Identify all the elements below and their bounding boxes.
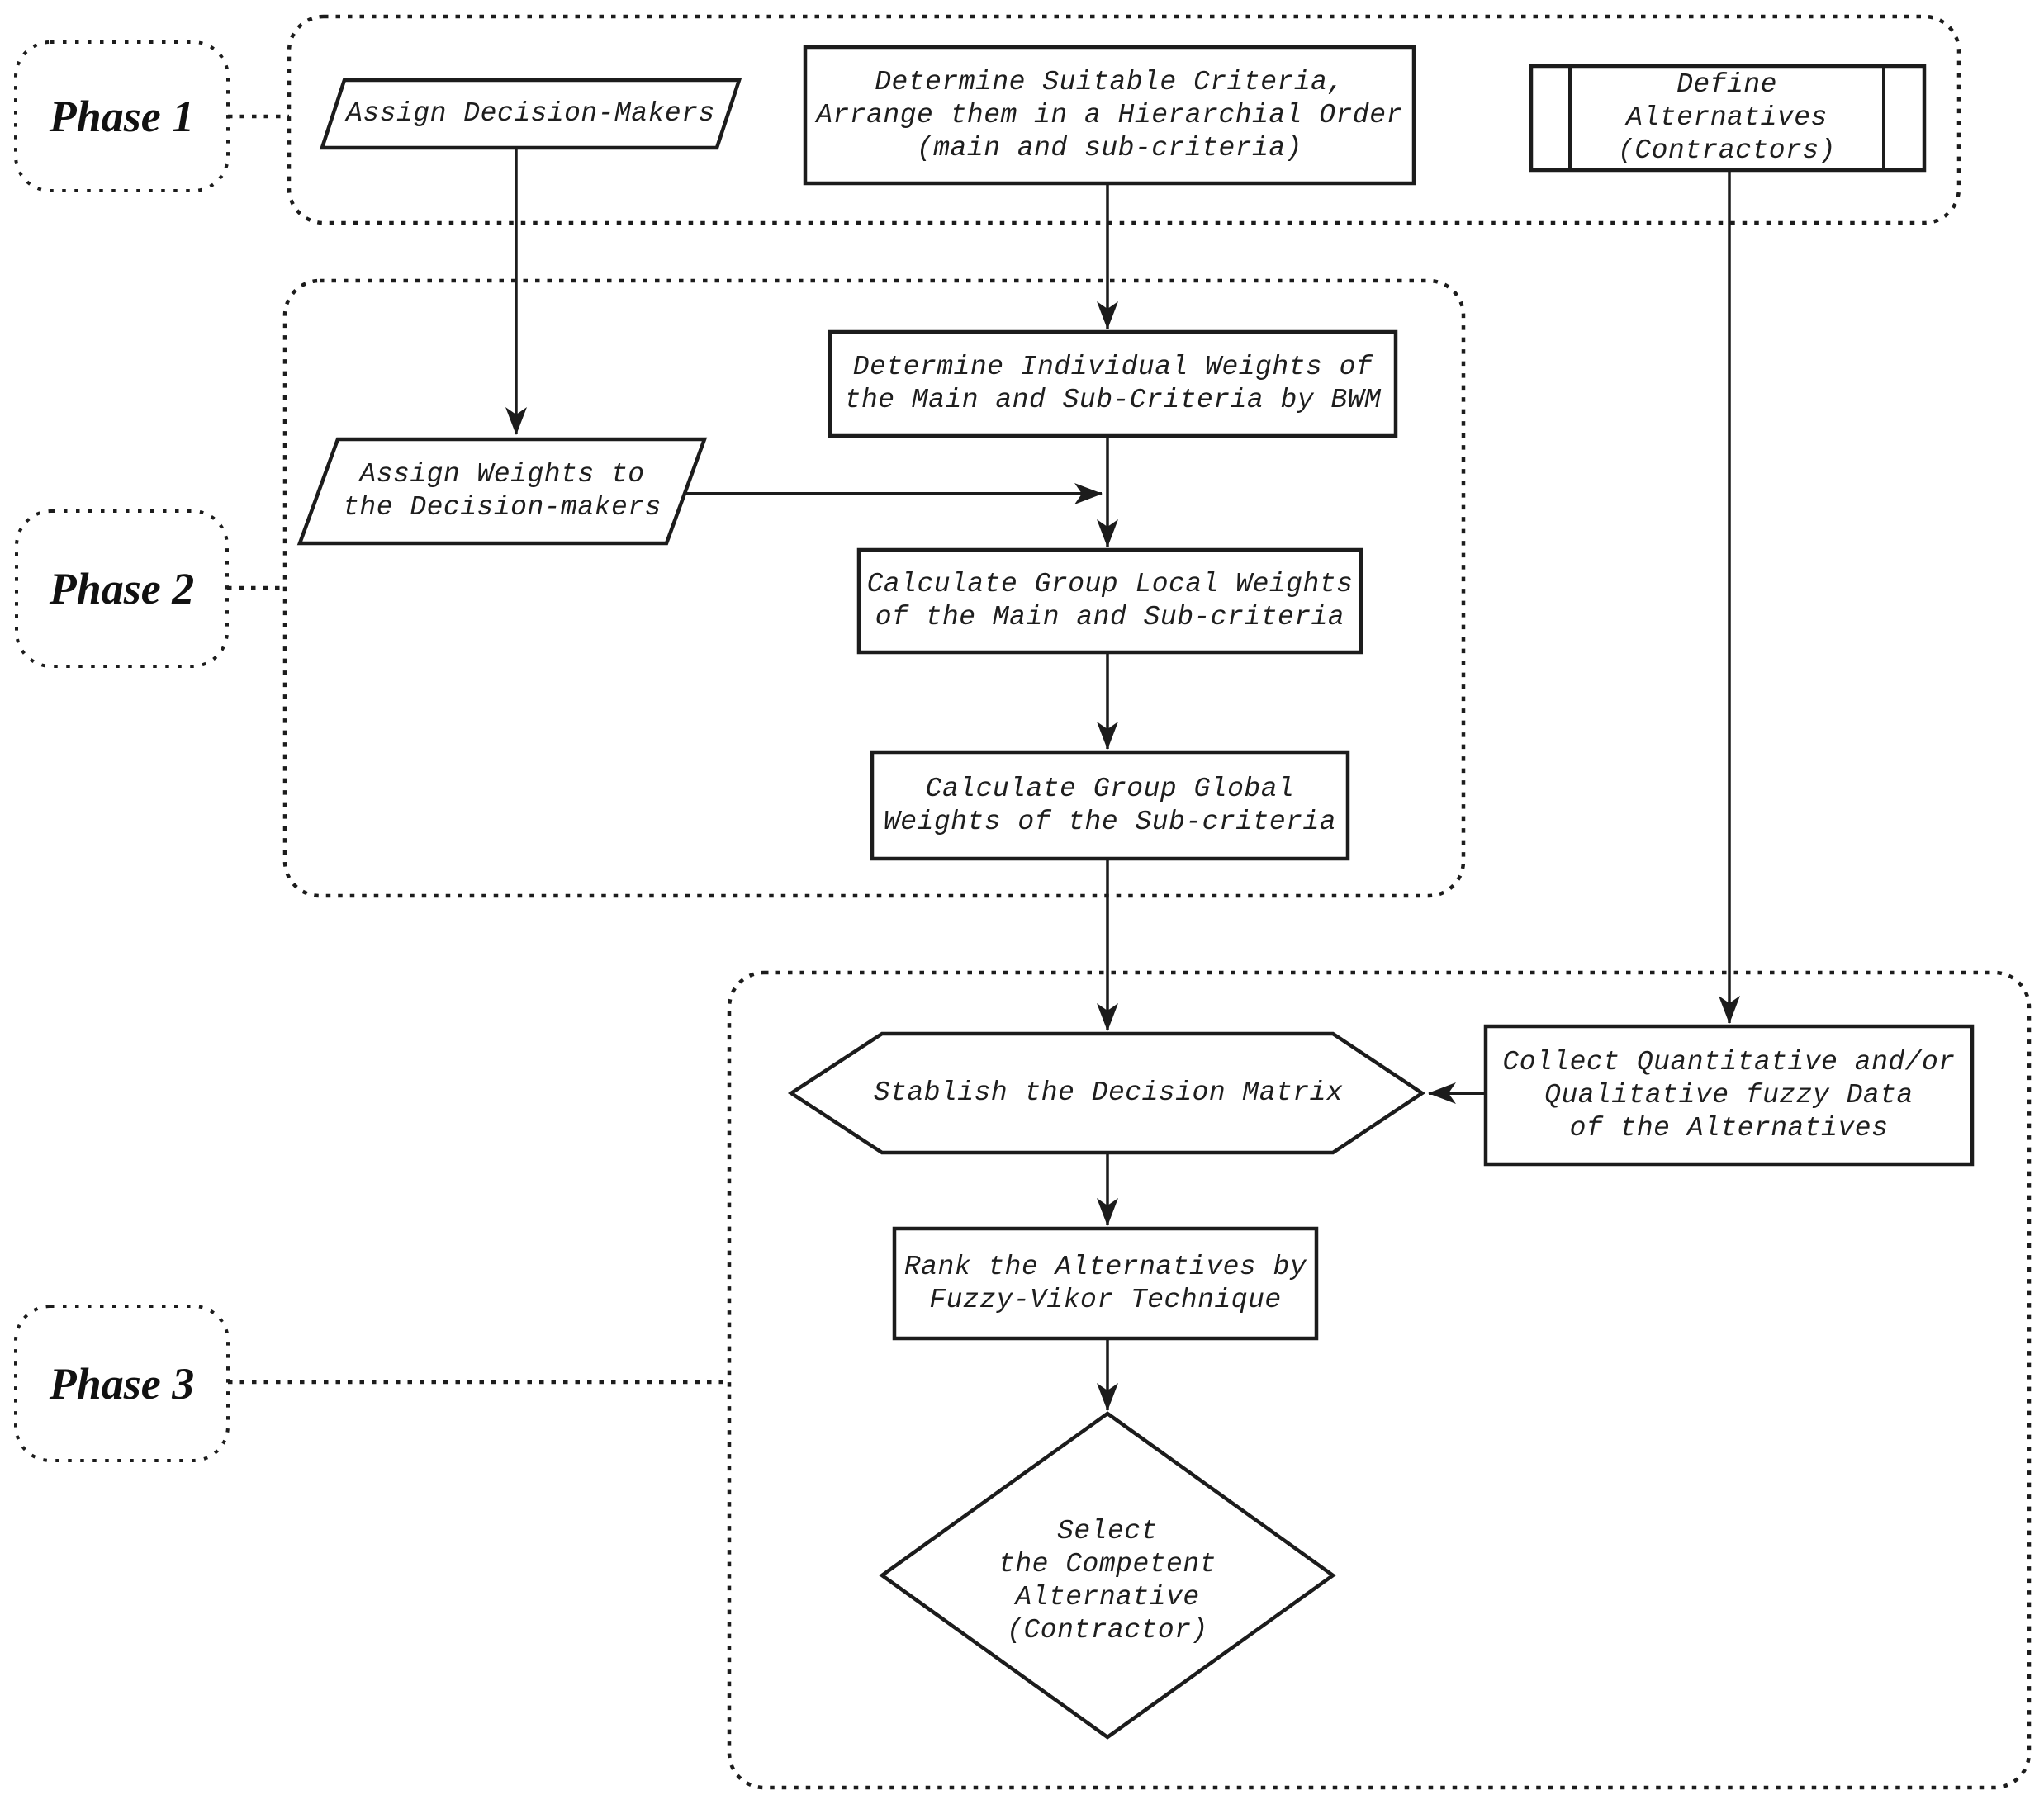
assign-weights-shape bbox=[296, 437, 708, 546]
phase1-label-box bbox=[14, 40, 230, 192]
phase2-region-outline bbox=[282, 278, 1466, 898]
individual-weights-shape bbox=[828, 329, 1398, 438]
group-global-weights-shape bbox=[870, 750, 1350, 861]
rank-alternatives-shape bbox=[892, 1226, 1319, 1341]
determine-criteria-shape bbox=[803, 45, 1416, 186]
phase1-region-outline bbox=[287, 14, 1961, 225]
phase3-region-outline bbox=[727, 970, 2032, 1790]
collect-data-shape bbox=[1483, 1024, 1975, 1167]
assign-decision-makers-shape bbox=[319, 78, 742, 150]
decision-matrix-shape bbox=[787, 1031, 1426, 1155]
phase2-label-box bbox=[15, 509, 229, 668]
define-alternatives-shape bbox=[1529, 64, 1927, 173]
group-local-weights-shape bbox=[856, 547, 1363, 655]
select-alternative-shape bbox=[879, 1411, 1336, 1740]
phase3-label-box bbox=[14, 1305, 230, 1462]
